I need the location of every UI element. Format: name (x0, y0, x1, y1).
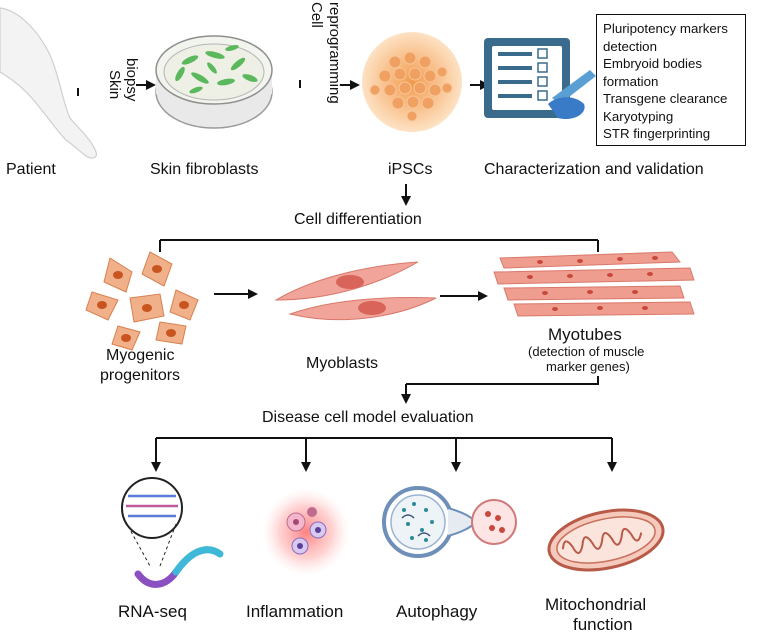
mitochondrial-label-1: Mitochondrial (545, 595, 646, 614)
myogenic-progenitors-icon (85, 251, 199, 351)
inflammation-icon (262, 488, 350, 576)
ipsc-colony-icon (362, 32, 462, 132)
autophagy-icon (382, 486, 517, 558)
characterization-label: Characterization and validation (484, 161, 704, 178)
patient-label: Patient (6, 161, 56, 178)
evaluation-label: Disease cell model evaluation (262, 409, 474, 426)
myotubes-icon (493, 251, 695, 317)
validation-item: Transgene clearance (603, 91, 728, 106)
myotubes-note-2: marker genes) (546, 359, 630, 374)
petri-dish-icon (155, 35, 273, 129)
validation-checklist-box: Pluripotency markers detection Embryoid … (596, 14, 746, 146)
autophagy-label: Autophagy (396, 602, 478, 621)
cell-differentiation-label: Cell differentiation (294, 211, 422, 228)
connector-to-evaluation (406, 376, 599, 385)
myogenic-label-1: Myogenic (106, 347, 174, 364)
rnaseq-label: RNA-seq (118, 602, 187, 621)
cell-reprogramming-label-1: Cell (308, 2, 325, 28)
inflammation-label: Inflammation (246, 602, 343, 621)
validation-item: Pluripotency markers (603, 21, 728, 36)
myoblasts-icon (274, 261, 437, 321)
validation-item: detection (603, 38, 657, 54)
myotubes-label: Myotubes (548, 325, 622, 344)
checklist-clipboard-icon (484, 38, 596, 120)
myoblasts-label: Myoblasts (306, 355, 378, 372)
mitochondrial-label-2: function (573, 615, 633, 634)
skin-biopsy-label-2: biopsy (123, 58, 140, 102)
validation-item: Karyotyping (603, 108, 674, 124)
validation-item: formation (603, 73, 659, 89)
ipscs-label: iPSCs (388, 161, 432, 178)
skin-biopsy-label-1: Skin (106, 70, 123, 99)
myogenic-label-2: progenitors (100, 367, 180, 384)
mitochondrion-icon (547, 508, 665, 572)
skin-fibroblasts-label: Skin fibroblasts (150, 161, 259, 178)
myotubes-note-1: (detection of muscle (528, 344, 644, 359)
rna-seq-icon (121, 477, 224, 588)
validation-item: STR fingerprinting (603, 126, 711, 141)
validation-item: Embryoid bodies (603, 56, 703, 71)
patient-arm-illustration (0, 7, 97, 159)
cell-reprogramming-label-2: reprogramming (326, 2, 343, 104)
